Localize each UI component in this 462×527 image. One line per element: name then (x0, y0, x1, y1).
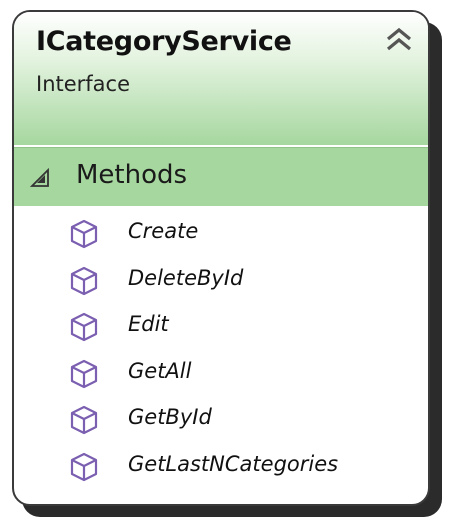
method-item[interactable]: GetAll (14, 353, 428, 400)
expanded-triangle-icon[interactable] (29, 167, 52, 189)
method-name: Create (128, 219, 199, 243)
method-item[interactable]: GetById (14, 399, 428, 446)
method-name: GetById (128, 405, 212, 429)
method-cube-icon (70, 359, 98, 389)
method-cube-icon (70, 312, 98, 342)
method-name: Edit (128, 312, 169, 336)
methods-section-header[interactable]: Methods (14, 147, 428, 206)
methods-section-label: Methods (76, 160, 188, 190)
method-name: GetAll (128, 358, 192, 383)
method-name: GetLastNCategories (128, 451, 339, 476)
method-list: Create DeleteById Edit GetAll GetById Ge… (14, 213, 428, 492)
method-name: DeleteById (128, 265, 244, 290)
method-item[interactable]: Edit (14, 306, 428, 353)
interface-box[interactable]: ICategoryService Interface Methods Creat… (12, 10, 430, 506)
method-cube-icon (70, 266, 98, 296)
method-item[interactable]: GetLastNCategories (14, 446, 428, 493)
method-item[interactable]: DeleteById (14, 260, 428, 307)
method-cube-icon (70, 452, 98, 482)
method-cube-icon (70, 219, 98, 249)
method-cube-icon (70, 405, 98, 435)
method-item[interactable]: Create (14, 213, 428, 260)
interface-header: ICategoryService Interface (14, 12, 428, 145)
interface-title: ICategoryService (36, 26, 292, 57)
double-chevron-up-icon[interactable] (384, 26, 414, 52)
interface-stereotype: Interface (36, 72, 131, 96)
